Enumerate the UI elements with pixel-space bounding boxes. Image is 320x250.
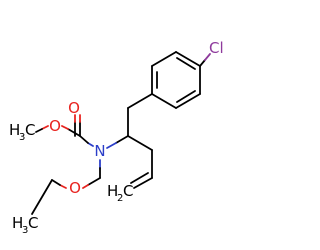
benzyl-bond xyxy=(127,93,153,109)
n-carbonyl-bond-c xyxy=(79,135,89,144)
ring-bond xyxy=(151,51,177,67)
methyl-carbon-h-label: H xyxy=(9,121,20,139)
molecule-structure-diagram: O O H 3 C N O H 3 C Cl H 2 C xyxy=(9,39,224,236)
ch-n-bond-c xyxy=(115,135,129,144)
chlorine-label: Cl xyxy=(209,39,224,57)
o-methyl-bond-o xyxy=(41,125,49,130)
ether-oxygen-label: O xyxy=(69,179,81,197)
benzene-ring xyxy=(151,51,201,109)
structure-svg: O O H 3 C N O H 3 C Cl H 2 C xyxy=(9,39,224,236)
o-methyl-bond-c xyxy=(35,128,43,133)
carbonyl-oxygen-label: O xyxy=(68,99,80,117)
vinyl-double-bond-2 xyxy=(130,172,149,184)
c-o-ester-bond-o xyxy=(61,125,69,130)
ethyl-carbon-c-label: C xyxy=(28,214,38,232)
ring-double-bond xyxy=(176,90,196,103)
ethyl-carbon-subscript: 3 xyxy=(22,225,28,236)
ch-n-bond-n xyxy=(106,142,117,149)
ring-bond xyxy=(175,93,201,109)
c-o-ester-bond-c xyxy=(67,128,81,137)
ester-oxygen-label: O xyxy=(49,117,61,135)
ring-double-bond xyxy=(176,57,196,70)
ethyl-bond xyxy=(31,179,53,215)
c-cl-bond-cl xyxy=(204,53,211,61)
vinyl-subscript: 2 xyxy=(117,193,123,204)
o-ethyl-bond-c xyxy=(51,179,61,186)
n-carbonyl-bond-n xyxy=(87,142,94,147)
c-cl-bond-c xyxy=(199,59,206,67)
ethyl-carbon-h-label: H xyxy=(12,214,23,232)
ch2-o-bond-o xyxy=(82,184,89,189)
methyl-carbon-c-label: C xyxy=(25,121,35,139)
allyl-bond-1 xyxy=(127,135,153,151)
vinyl-double-bond xyxy=(133,177,153,189)
ring-bond xyxy=(175,51,201,67)
nitrogen-label: N xyxy=(94,142,105,160)
vinyl-c-label: C xyxy=(123,182,133,200)
methyl-carbon-subscript: 3 xyxy=(19,132,25,143)
ch2-o-bond-c xyxy=(87,177,101,186)
o-ethyl-bond-o xyxy=(59,184,67,189)
vinyl-h-label: H xyxy=(107,182,118,200)
ring-bond xyxy=(151,93,177,109)
